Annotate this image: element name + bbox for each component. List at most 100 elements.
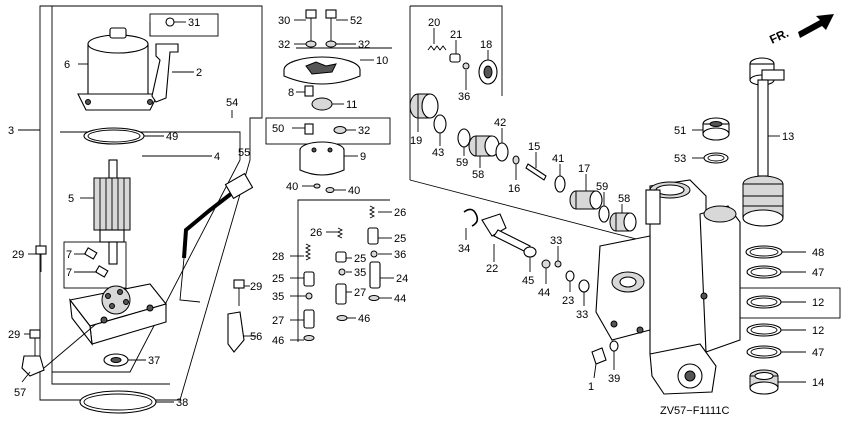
ball-16-icon	[512, 155, 520, 165]
seat-58a-icon	[468, 135, 500, 157]
frame-valves	[297, 199, 390, 342]
label-47a: 47	[812, 267, 824, 279]
label-22: 22	[486, 263, 498, 275]
label-8: 8	[288, 87, 294, 99]
label-12a: 12	[812, 297, 824, 309]
label-29c: 29	[250, 281, 262, 293]
label-49: 49	[166, 131, 178, 143]
ball-40b-icon	[325, 187, 335, 193]
label-25a: 25	[394, 233, 406, 245]
spring-20-icon	[427, 45, 447, 51]
label-55: 55	[238, 147, 250, 159]
label-25c: 25	[272, 273, 284, 285]
plug-33b-icon	[578, 279, 590, 293]
cap-51-icon	[702, 117, 730, 141]
label-58b: 58	[618, 193, 630, 205]
washer-32c-icon	[333, 126, 347, 134]
label-33b: 33	[576, 309, 588, 321]
clamp-56-icon	[227, 311, 245, 353]
label-28: 28	[272, 251, 284, 263]
label-36c: 36	[458, 91, 470, 103]
label-35b: 35	[272, 291, 284, 303]
piston-25a-icon	[367, 227, 379, 245]
ball-33a-icon	[554, 260, 562, 268]
label-44b: 44	[538, 287, 550, 299]
bolt-29c-icon	[233, 279, 245, 306]
ball-35a-icon	[338, 268, 346, 276]
label-23: 23	[562, 295, 574, 307]
label-44a: 44	[394, 293, 406, 305]
label-30: 30	[278, 15, 290, 27]
piston-25c-icon	[303, 271, 315, 287]
frame-31	[149, 13, 219, 37]
label-46b: 46	[272, 335, 284, 347]
gear-11-icon	[311, 97, 333, 111]
group-frame-55	[52, 131, 241, 373]
plug-23-icon	[565, 270, 575, 282]
label-59b: 59	[596, 181, 608, 193]
label-45: 45	[522, 275, 534, 287]
label-34: 34	[458, 243, 470, 255]
label-54: 54	[226, 97, 238, 109]
valve-27b-icon	[303, 309, 315, 329]
o-ring-59a-icon	[457, 128, 471, 148]
label-11: 11	[346, 99, 357, 111]
label-15: 15	[528, 141, 540, 153]
label-39: 39	[608, 373, 620, 385]
o-ring-46a-icon	[336, 315, 348, 321]
motor-end-frame-icon	[69, 283, 167, 346]
direction-label: FR.	[767, 26, 790, 47]
label-29a: 29	[12, 249, 24, 261]
frame-18	[410, 5, 503, 96]
spring-28-icon	[304, 243, 312, 261]
label-37: 37	[148, 355, 160, 367]
label-32c: 32	[358, 125, 370, 137]
label-40a: 40	[286, 181, 298, 193]
leader-1	[593, 363, 597, 379]
o-ring-45-icon	[523, 246, 537, 258]
brush-7b-icon	[94, 265, 109, 278]
label-21: 21	[450, 29, 462, 41]
plug-1-icon	[591, 347, 607, 365]
label-9: 9	[360, 151, 366, 163]
cartridge-group	[409, 5, 641, 306]
o-ring-42-icon	[495, 142, 509, 162]
label-4: 4	[214, 151, 220, 163]
label-58a: 58	[472, 169, 484, 181]
piston-25b-icon	[335, 251, 347, 263]
clip-57-icon	[21, 355, 45, 377]
plug-19-icon	[409, 93, 439, 119]
label-42: 42	[494, 117, 506, 129]
front-arrow-icon	[798, 14, 834, 38]
label-32a: 32	[278, 39, 290, 51]
label-7b: 7	[66, 267, 72, 279]
label-48: 48	[812, 247, 824, 259]
motor-housing-icon	[77, 27, 159, 111]
label-27b: 27	[272, 315, 284, 327]
label-25b: 25	[354, 253, 366, 265]
pin-8-icon	[304, 85, 314, 97]
seat-58b-icon	[609, 212, 637, 232]
label-40b: 40	[348, 185, 360, 197]
cylinder-body-icon	[595, 179, 741, 395]
washer-32a-icon	[305, 40, 317, 48]
o-ring-59b-icon	[598, 205, 610, 223]
label-35a: 35	[354, 267, 366, 279]
label-31: 31	[188, 17, 200, 29]
brush-7a-icon	[83, 247, 98, 260]
ball-36c-icon	[462, 62, 470, 70]
label-50: 50	[272, 123, 284, 135]
ball-36a-icon	[370, 250, 378, 258]
label-51: 51	[674, 125, 686, 137]
bolt-29b-icon	[29, 329, 41, 356]
needle-15-icon	[525, 163, 547, 181]
bolt-29a-icon	[35, 245, 47, 272]
pin-50-icon	[304, 123, 314, 135]
label-17: 17	[578, 163, 590, 175]
valve-27a-icon	[335, 283, 347, 305]
label-53: 53	[674, 153, 686, 165]
label-26b: 26	[310, 227, 322, 239]
label-43: 43	[432, 147, 444, 159]
label-6: 6	[64, 59, 70, 71]
